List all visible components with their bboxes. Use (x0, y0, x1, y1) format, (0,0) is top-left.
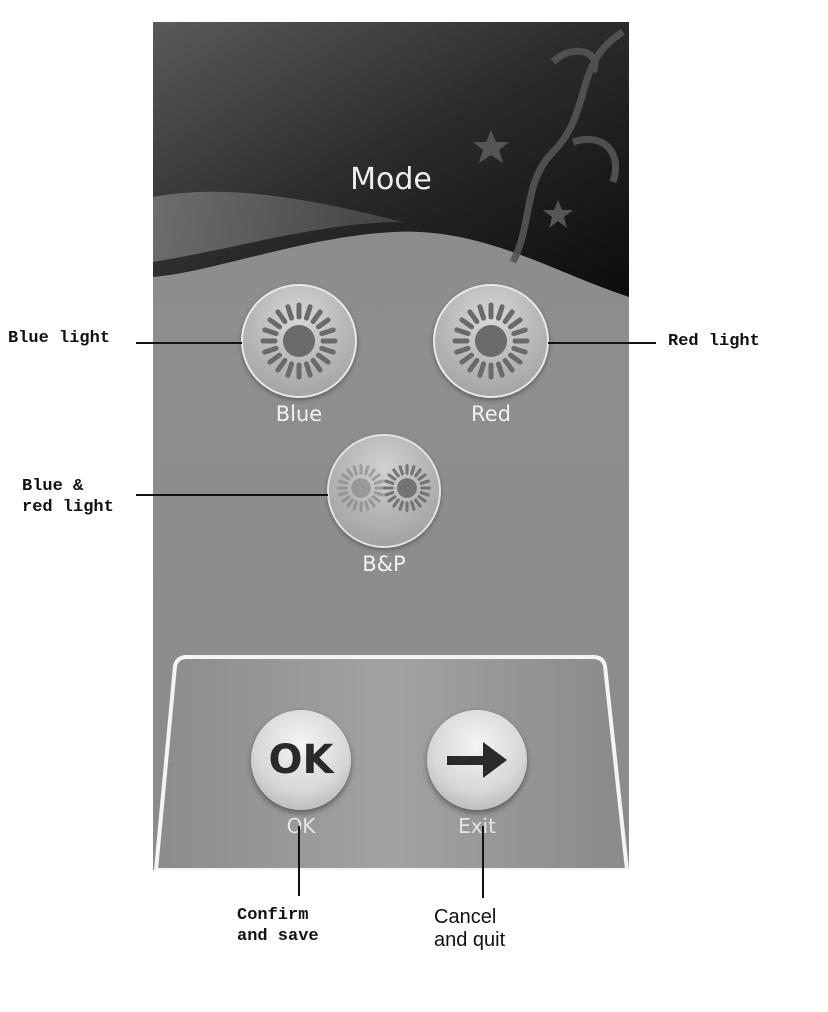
annotation-cancel-line1: Cancel (434, 906, 497, 928)
double-sun-icon (337, 464, 431, 512)
ok-label: OK (286, 814, 316, 838)
sun-icon (260, 302, 338, 380)
leader-line (136, 342, 242, 344)
mode-red-label: Red (471, 402, 511, 426)
mode-blue-red-button[interactable] (327, 434, 441, 548)
annotation-confirm-save: Confirm and save (237, 906, 319, 946)
arrow-right-icon (447, 742, 507, 778)
background-art (153, 22, 629, 297)
sun-icon (452, 302, 530, 380)
exit-button[interactable] (427, 710, 527, 810)
leader-line (548, 342, 656, 344)
exit-label: Exit (458, 814, 496, 838)
mode-blue-red-label: B&P (362, 552, 406, 576)
page-title: Mode (350, 162, 432, 197)
device-screen: Mode Blue Red B&P OK OK Exit (153, 22, 629, 870)
annotation-red-light: Red light (668, 332, 760, 351)
annotation-blue-light: Blue light (8, 329, 111, 348)
leader-line (482, 826, 484, 898)
action-panel (153, 655, 629, 870)
mode-red-button[interactable] (433, 284, 549, 398)
annotation-blue-red-light: Blue & red light (22, 477, 114, 517)
annotation-cancel-line2: and quit (434, 929, 506, 951)
mode-blue-label: Blue (275, 402, 323, 426)
mode-blue-button[interactable] (241, 284, 357, 398)
annotation-cancel-quit: Cancel and quit (434, 906, 505, 952)
ok-button[interactable]: OK (251, 710, 351, 810)
ok-glyph: OK (268, 737, 334, 783)
leader-line (298, 826, 300, 896)
leader-line (136, 494, 328, 496)
